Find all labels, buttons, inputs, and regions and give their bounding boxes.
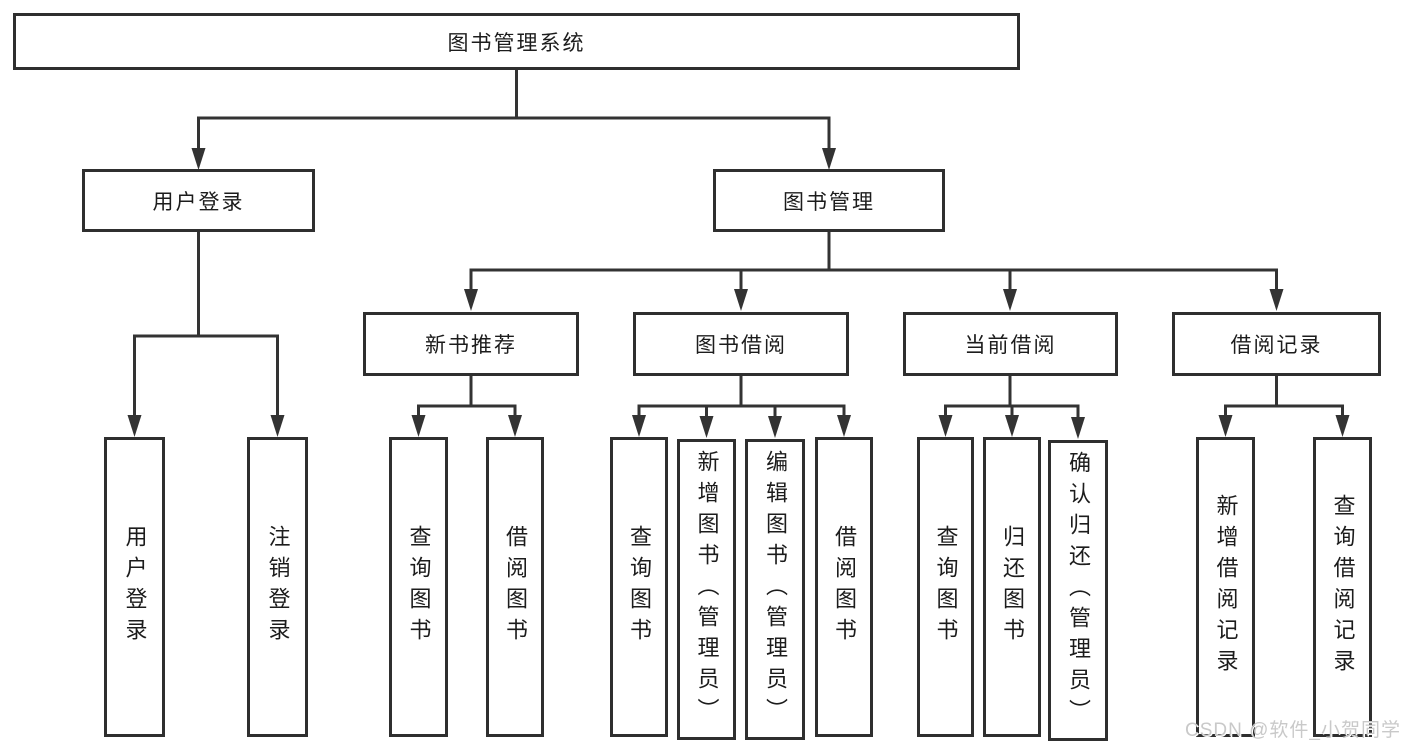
connector-records-to-leaves bbox=[1224, 376, 1344, 419]
arrowhead bbox=[837, 415, 851, 437]
arrowhead bbox=[632, 415, 646, 437]
leaf-label: 确认归还（管理员） bbox=[1066, 451, 1091, 730]
leaf-add-borrow-record: 新增借阅记录 bbox=[1196, 437, 1255, 737]
leaf-label: 注销登录 bbox=[265, 525, 291, 649]
arrowhead bbox=[508, 415, 522, 437]
leaf-label: 查询图书 bbox=[627, 525, 652, 649]
node-book-management: 图书管理 bbox=[713, 169, 945, 232]
arrowhead bbox=[127, 415, 142, 437]
arrowhead bbox=[734, 289, 748, 311]
leaf-query-books-current: 查询图书 bbox=[917, 437, 974, 737]
arrowhead bbox=[191, 148, 206, 170]
arrowhead bbox=[1218, 415, 1233, 437]
leaf-label: 借阅图书 bbox=[503, 525, 528, 649]
arrowhead bbox=[1269, 289, 1284, 311]
leaf-query-books-recommend: 查询图书 bbox=[389, 437, 448, 737]
leaf-label: 编辑图书（管理员） bbox=[763, 450, 788, 729]
arrowhead bbox=[1335, 415, 1350, 437]
connector-borrow-to-leaves bbox=[637, 376, 846, 420]
leaf-user-login: 用户登录 bbox=[104, 437, 165, 737]
leaf-label: 归还图书 bbox=[1000, 525, 1025, 649]
leaf-borrow-books-recommend: 借阅图书 bbox=[486, 437, 544, 737]
leaf-logout: 注销登录 bbox=[247, 437, 308, 737]
connector-userlogin-to-leaves bbox=[133, 232, 279, 419]
leaf-label: 查询图书 bbox=[933, 525, 959, 649]
arrowhead bbox=[768, 416, 782, 438]
connector-bookmgmt-to-level3 bbox=[469, 232, 1278, 293]
connector-root-to-level2 bbox=[197, 70, 831, 152]
node-new-book-recommend: 新书推荐 bbox=[363, 312, 579, 376]
node-borrow-records: 借阅记录 bbox=[1172, 312, 1381, 376]
connector-current-to-leaves bbox=[944, 376, 1080, 421]
arrowhead bbox=[699, 416, 714, 438]
node-user-login: 用户登录 bbox=[82, 169, 315, 232]
leaf-label: 用户登录 bbox=[122, 525, 148, 649]
leaf-label: 新增图书（管理员） bbox=[694, 450, 720, 729]
leaf-query-books-borrow: 查询图书 bbox=[610, 437, 668, 737]
leaf-label: 查询借阅记录 bbox=[1330, 494, 1356, 680]
arrowhead bbox=[1005, 415, 1019, 437]
node-book-borrow: 图书借阅 bbox=[633, 312, 849, 376]
node-root-library-system: 图书管理系统 bbox=[13, 13, 1020, 70]
leaf-add-book-admin: 新增图书（管理员） bbox=[677, 439, 736, 740]
arrowhead bbox=[1003, 289, 1017, 311]
arrowhead bbox=[464, 289, 478, 311]
leaf-label: 新增借阅记录 bbox=[1213, 494, 1239, 680]
arrowhead bbox=[411, 415, 426, 437]
leaf-edit-book-admin: 编辑图书（管理员） bbox=[745, 439, 805, 740]
leaf-label: 查询图书 bbox=[406, 525, 432, 649]
leaf-query-borrow-record: 查询借阅记录 bbox=[1313, 437, 1372, 737]
arrowhead bbox=[1071, 417, 1085, 439]
leaf-label: 借阅图书 bbox=[832, 525, 857, 649]
connector-newbooks-to-leaves bbox=[417, 376, 517, 419]
leaf-borrow-books: 借阅图书 bbox=[815, 437, 873, 737]
arrowhead bbox=[270, 415, 285, 437]
arrowhead bbox=[822, 148, 836, 170]
csdn-watermark: CSDN @软件_小贺同学 bbox=[1185, 720, 1401, 741]
arrowhead bbox=[938, 415, 953, 437]
node-current-borrow: 当前借阅 bbox=[903, 312, 1118, 376]
leaf-return-book: 归还图书 bbox=[983, 437, 1041, 737]
leaf-confirm-return-admin: 确认归还（管理员） bbox=[1048, 440, 1108, 741]
